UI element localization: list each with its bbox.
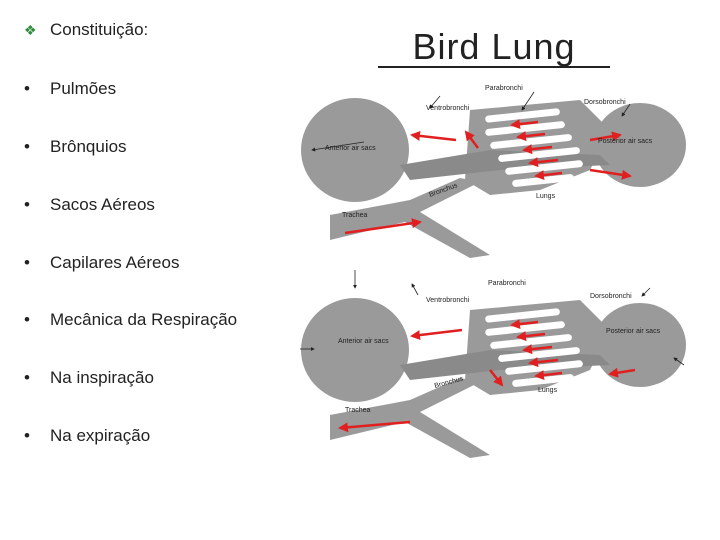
- trachea-shape: [330, 178, 490, 258]
- anterior-air-sac-shape: [301, 98, 409, 202]
- bullet-item-constituicao: ❖ Constituição:: [24, 20, 148, 40]
- bullet-item-pulmoes: • Pulmões: [24, 79, 116, 99]
- bullet-text: Pulmões: [50, 79, 117, 98]
- label-lungs-bottom: Lungs: [538, 387, 558, 394]
- pointer-arrows: [300, 270, 685, 366]
- bullet-dot-icon: •: [24, 426, 30, 445]
- parabronchi-tubes: [485, 308, 583, 387]
- bullet-text: Sacos Aéreos: [50, 195, 155, 214]
- airflow-arrows: [344, 119, 632, 235]
- label-ventrobronchi-bottom: Ventrobronchi: [426, 297, 470, 304]
- airflow-arrows: [338, 319, 636, 433]
- trachea-shape: [330, 378, 490, 458]
- bullet-item-mecanica: • Mecânica da Respiração: [24, 310, 237, 330]
- bullet-dot-icon: •: [24, 310, 30, 329]
- bullet-dot-icon: •: [24, 253, 30, 272]
- bronchus-shape: [400, 150, 610, 180]
- bird-lung-diagrams: Parabronchi Ventrobronchi Dorsobronchi A…: [300, 85, 686, 458]
- label-trachea-top: Trachea: [342, 212, 368, 219]
- label-dorsobronchi-top: Dorsobronchi: [584, 99, 626, 106]
- label-anterior-air-sacs-bottom: Anterior air sacs: [338, 338, 389, 345]
- bullet-item-expiracao: • Na expiração: [24, 426, 150, 446]
- bronchus-shape: [400, 350, 610, 380]
- label-ventrobronchi-top: Ventrobronchi: [426, 105, 470, 112]
- label-dorsobronchi-bottom: Dorsobronchi: [590, 293, 632, 300]
- bullet-text: Na expiração: [50, 426, 151, 445]
- posterior-air-sac-shape: [594, 303, 686, 387]
- bullet-dot-icon: •: [24, 79, 30, 98]
- label-parabronchi-top: Parabronchi: [485, 85, 523, 92]
- label-lungs-top: Lungs: [536, 193, 556, 200]
- title-underline: [378, 66, 610, 68]
- bullet-item-sacos-aereos: • Sacos Aéreos: [24, 195, 155, 215]
- label-posterior-air-sacs-top: Posterior air sacs: [598, 138, 653, 145]
- inspiration-diagram: Parabronchi Ventrobronchi Dorsobronchi A…: [301, 85, 686, 258]
- anterior-air-sac-shape: [301, 298, 409, 402]
- bullet-text: Capilares Aéreos: [50, 253, 180, 272]
- bullet-text: Brônquios: [50, 137, 127, 156]
- bullet-dot-icon: •: [24, 195, 30, 214]
- bullet-text: Constituição:: [50, 20, 149, 39]
- bullet-text: Na inspiração: [50, 368, 154, 387]
- posterior-air-sac-shape: [594, 103, 686, 187]
- parabronchi-tubes: [485, 108, 583, 187]
- diamond-bullet-icon: ❖: [24, 22, 37, 38]
- bullet-dot-icon: •: [24, 368, 30, 387]
- expiration-diagram: Parabronchi Ventrobronchi Dorsobronchi A…: [300, 270, 686, 458]
- pointer-arrows: [311, 91, 631, 152]
- bullet-text: Mecânica da Respiração: [50, 310, 238, 329]
- label-trachea-bottom: Trachea: [345, 407, 371, 414]
- bullet-item-inspiracao: • Na inspiração: [24, 368, 154, 388]
- label-posterior-air-sacs-bottom: Posterior air sacs: [606, 328, 661, 335]
- label-anterior-air-sacs-top: Anterior air sacs: [325, 145, 376, 152]
- bullet-item-capilares-aereos: • Capilares Aéreos: [24, 253, 179, 273]
- slide-title: Bird Lung: [412, 26, 576, 67]
- bullet-dot-icon: •: [24, 137, 30, 156]
- label-parabronchi-bottom: Parabronchi: [488, 280, 526, 287]
- bullet-item-bronquios: • Brônquios: [24, 137, 127, 157]
